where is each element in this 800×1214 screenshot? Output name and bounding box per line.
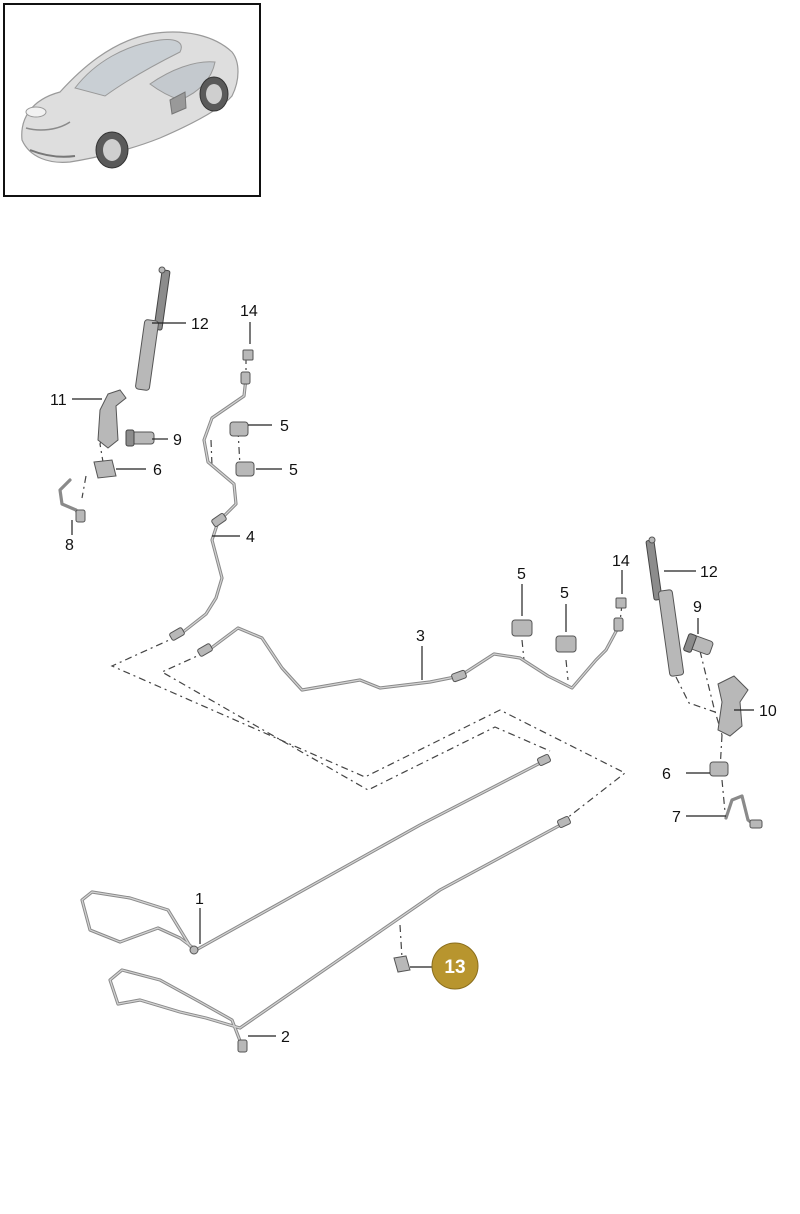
callout-6-right[interactable]: 6 [662, 766, 671, 783]
callout-5b[interactable]: 5 [289, 462, 298, 479]
callout-11[interactable]: 11 [50, 392, 67, 409]
callout-14-left[interactable]: 14 [240, 303, 258, 320]
highlight-badge [431, 942, 479, 990]
callout-3[interactable]: 3 [416, 628, 425, 645]
leader-lines [71, 322, 754, 1037]
part-14-right [615, 597, 627, 609]
callout-4[interactable]: 4 [246, 529, 255, 546]
clip-5d [555, 635, 577, 653]
car-illustration [21, 31, 239, 169]
callout-9-right[interactable]: 9 [693, 599, 702, 616]
callout-10[interactable]: 10 [759, 703, 777, 720]
clip-5a [229, 421, 249, 437]
callout-12-right[interactable]: 12 [700, 564, 718, 581]
callout-12-left[interactable]: 12 [191, 316, 209, 333]
bolt-9-right [683, 633, 714, 655]
callouts: 12 14 11 9 5 5 6 8 4 5 5 14 12 9 3 10 6 … [50, 303, 777, 1046]
bracket-11 [97, 389, 127, 449]
callout-5d[interactable]: 5 [560, 585, 569, 602]
brake-pipe-4 [176, 376, 248, 638]
brake-pipe-3 [204, 622, 622, 692]
callout-5c[interactable]: 5 [517, 566, 526, 583]
callout-7[interactable]: 7 [672, 809, 681, 826]
callout-8[interactable]: 8 [65, 537, 74, 554]
brake-pipes [58, 376, 758, 1048]
callout-14-right[interactable]: 14 [612, 553, 630, 570]
callout-5a[interactable]: 5 [280, 418, 289, 435]
callout-6-left[interactable]: 6 [153, 462, 162, 479]
brake-pipe-1 [80, 758, 548, 952]
part-13 [393, 955, 411, 973]
bolt-9-left [125, 429, 155, 447]
small-parts [93, 349, 749, 973]
strut-12-right [645, 536, 685, 677]
vehicle-thumbnail [3, 3, 261, 197]
bracket-10 [717, 675, 749, 737]
strut-12-left [135, 266, 171, 391]
highlight-callout-13[interactable]: 13 [431, 942, 479, 990]
pipe-fittings [75, 371, 763, 1053]
highlight-label: 13 [444, 957, 465, 978]
part-14-left [242, 349, 254, 361]
callout-2[interactable]: 2 [281, 1029, 290, 1046]
callout-9-left[interactable]: 9 [173, 432, 182, 449]
callout-1[interactable]: 1 [195, 891, 204, 908]
brake-pipe-2 [108, 820, 568, 1048]
clip-5b [235, 461, 255, 477]
clip-6-right [709, 761, 729, 777]
gas-struts [135, 266, 685, 677]
clip-5c [511, 619, 533, 637]
clip-6-left [93, 459, 117, 479]
